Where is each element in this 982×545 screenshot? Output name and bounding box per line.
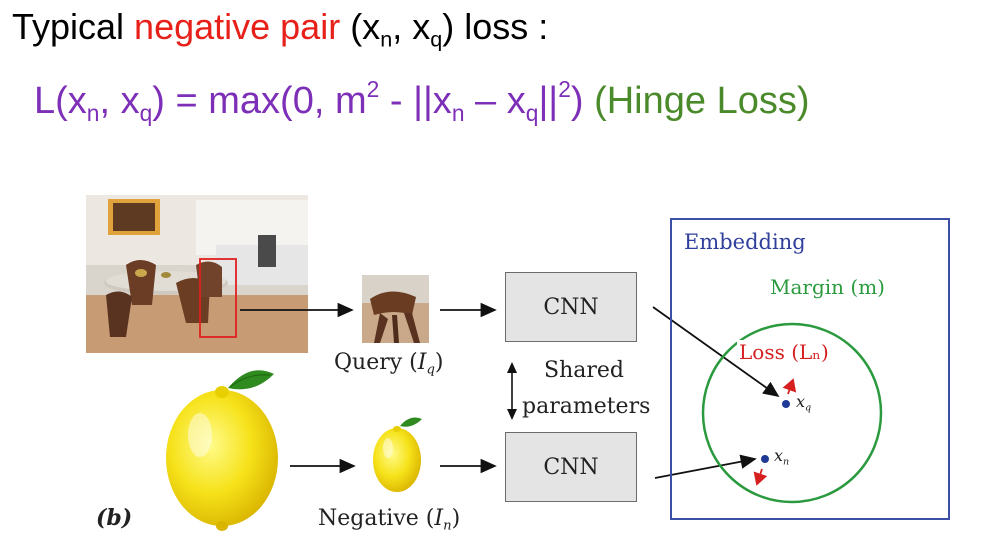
loss-label: Loss (Lₙ) bbox=[737, 340, 831, 364]
query-label-text: Query ( bbox=[334, 350, 418, 375]
formula-close: ) bbox=[570, 79, 584, 122]
margin-label: Margin (m) bbox=[770, 275, 885, 299]
title-prefix: Typical bbox=[12, 6, 135, 47]
query-label-var: I bbox=[417, 350, 427, 375]
shared-label-line2: parameters bbox=[522, 394, 651, 419]
query-label-sub: q bbox=[426, 362, 435, 378]
formula-sup-2a: 2 bbox=[366, 76, 380, 102]
xn-label-var: x bbox=[774, 446, 784, 465]
cnn-query-label: CNN bbox=[543, 294, 599, 320]
title-sub-q: q bbox=[430, 26, 443, 52]
lemon-image bbox=[166, 370, 278, 531]
formula-eq-max: ) = max(0, m bbox=[152, 79, 367, 122]
xn-label: xn bbox=[774, 446, 789, 467]
query-label: Query (Iq) bbox=[334, 350, 444, 378]
query-image bbox=[362, 275, 429, 343]
margin-circle bbox=[701, 322, 883, 504]
title-sub-n: n bbox=[380, 26, 393, 52]
loss-formula: L(xn, xq) = max(0, m2 - ||xn – xq||2) (H… bbox=[34, 76, 810, 127]
embedding-title: Embedding bbox=[684, 230, 806, 254]
formula-sub-n2: n bbox=[451, 99, 465, 126]
loss-arrow-xq bbox=[782, 378, 797, 395]
formula-sup-2b: 2 bbox=[558, 76, 571, 102]
arrow-cnn-to-xq bbox=[652, 306, 780, 398]
slide-title: Typical negative pair (xn, xq) loss : bbox=[12, 6, 548, 53]
loss-arrow-xn bbox=[753, 468, 768, 486]
formula-dash-x: – x bbox=[464, 79, 526, 122]
query-label-close: ) bbox=[434, 350, 444, 375]
formula-sub-n: n bbox=[86, 99, 100, 126]
negative-lemon-image bbox=[373, 417, 422, 492]
formula-sub-q: q bbox=[139, 99, 153, 126]
formula-l-open: L(x bbox=[34, 79, 87, 122]
title-pair-open: (x bbox=[340, 6, 381, 47]
cnn-negative-label: CNN bbox=[543, 454, 599, 480]
formula-minus-norm: - ||x bbox=[379, 79, 452, 122]
embedding-box bbox=[670, 218, 950, 520]
xn-label-sub: n bbox=[783, 456, 790, 468]
xn-point bbox=[761, 455, 769, 463]
room-photo bbox=[86, 195, 308, 353]
formula-comma-x: , x bbox=[99, 79, 140, 122]
hinge-loss-label: (Hinge Loss) bbox=[583, 79, 810, 122]
cnn-box-query: CNN bbox=[505, 272, 637, 342]
negative-label-var: I bbox=[434, 506, 444, 531]
negative-label-text: Negative ( bbox=[318, 506, 435, 531]
title-highlight: negative pair bbox=[134, 6, 341, 47]
title-pair-mid: , x bbox=[392, 6, 431, 47]
figure-label: (b) bbox=[96, 505, 133, 531]
xq-label: xq bbox=[796, 392, 811, 413]
xq-label-var: x bbox=[796, 392, 806, 411]
formula-sub-q2: q bbox=[525, 99, 539, 126]
title-suffix: ) loss : bbox=[442, 6, 549, 47]
xq-point bbox=[782, 400, 790, 408]
cnn-box-negative: CNN bbox=[505, 432, 637, 502]
negative-label-close: ) bbox=[451, 506, 461, 531]
negative-label: Negative (In) bbox=[318, 506, 460, 534]
negative-label-sub: n bbox=[443, 518, 452, 534]
xq-label-sub: q bbox=[805, 402, 812, 414]
shared-label-line1: Shared bbox=[544, 358, 624, 383]
formula-norm-close: || bbox=[538, 79, 559, 122]
